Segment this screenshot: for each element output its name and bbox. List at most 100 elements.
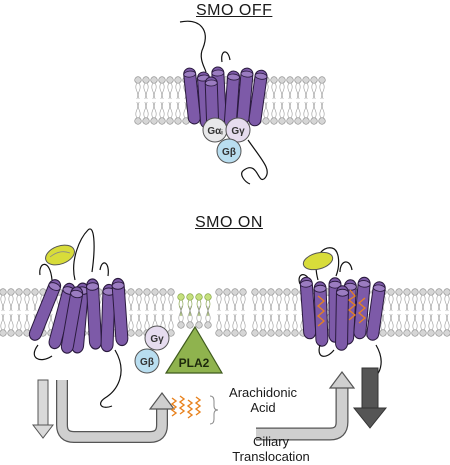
lipid-molecule: [411, 313, 419, 337]
lipid-molecule: [294, 101, 302, 125]
lipid-molecule: [291, 288, 299, 312]
lipid-molecule: [435, 313, 443, 337]
lipid-molecule: [239, 288, 247, 312]
pla2-membrane-lipids: [177, 293, 212, 329]
lipid-molecule: [275, 288, 283, 312]
lipid-molecule: [158, 76, 166, 100]
lipid-molecule: [286, 76, 294, 100]
lipid-molecule: [31, 288, 39, 312]
g-alpha-i-label: Gαᵢ: [207, 126, 223, 137]
g-gamma-active-label: Gγ: [150, 334, 164, 345]
lipid-molecule: [259, 313, 267, 337]
smo-on-left-c-terminus: [100, 349, 122, 408]
lipid-molecule: [403, 313, 411, 337]
lipid-molecule: [134, 101, 142, 125]
lipid-molecule: [318, 76, 326, 100]
bound-arachidonic-acid: [316, 289, 367, 327]
lipid-molecule: [270, 76, 278, 100]
lipid-molecule: [291, 313, 299, 337]
lipid-molecule: [403, 288, 411, 312]
lipid-molecule: [231, 288, 239, 312]
lipid-molecule: [134, 76, 142, 100]
lipid-molecule: [151, 288, 159, 312]
lipid-molecule: [310, 101, 318, 125]
lipid-molecule: [142, 101, 150, 125]
arachidonic-acid-chains: [170, 395, 202, 419]
g-beta-active-label: Gβ: [140, 357, 154, 368]
lipid-molecule: [142, 76, 150, 100]
lipid-molecule: [167, 288, 175, 312]
lipid-molecule: [387, 288, 395, 312]
lipid-molecule: [283, 288, 291, 312]
smo-off-extracellular-loop: [221, 51, 231, 63]
lipid-molecule: [267, 313, 275, 337]
lipid-molecule: [15, 313, 23, 337]
lipid-molecule: [419, 288, 427, 312]
smo-on-right-receptor: [299, 276, 387, 351]
smo-off-panel: Gαᵢ Gγ Gβ: [134, 20, 326, 185]
g-alpha-i-subunit: Gαᵢ: [202, 117, 228, 143]
ciliary-translocation-arrow: [256, 371, 356, 441]
lipid-molecule: [283, 313, 291, 337]
lipid-molecule: [286, 101, 294, 125]
lipid-molecule: [435, 288, 443, 312]
lipid-molecule: [251, 313, 259, 337]
lipid-molecule: [262, 101, 270, 125]
lipid-molecule: [267, 288, 275, 312]
smo-on-right-panel: [251, 247, 450, 441]
lipid-molecule: [318, 101, 326, 125]
ligand-right: [302, 251, 334, 271]
smo-on-left-extracellular-loop: [99, 262, 109, 277]
lipid-molecule: [215, 288, 223, 312]
lipid-molecule: [167, 313, 175, 337]
ciliary-translocation-line-1: Ciliary: [252, 434, 290, 449]
smo-off-c-terminus: [241, 139, 268, 185]
uturn-arrow: [56, 380, 176, 443]
lipid-molecule: [150, 101, 158, 125]
lipid-molecule: [239, 313, 247, 337]
g-gamma-subunit: Gγ: [225, 117, 251, 143]
lipid-molecule: [443, 313, 450, 337]
lipid-molecule: [302, 101, 310, 125]
ciliary-translocation-line-2: Translocation: [232, 449, 310, 464]
arachidonic-acid-label: Arachidonic Acid: [218, 385, 308, 415]
lipid-molecule: [427, 313, 435, 337]
lipid-molecule: [0, 288, 7, 312]
lipid-molecule: [166, 101, 174, 125]
smo-on-left-n-terminus: [73, 228, 95, 281]
lipid-molecule: [231, 313, 239, 337]
arachidonic-acid-line-1: Arachidonic: [229, 385, 297, 400]
ligand-left-highlight: [49, 251, 71, 258]
down-arrow-left: [31, 379, 55, 439]
lipid-molecule: [7, 313, 15, 337]
pla2-enzyme: PLA2: [164, 325, 224, 374]
lipid-molecule: [395, 313, 403, 337]
lipid-molecule: [143, 288, 151, 312]
g-beta-subunit-active: Gβ: [134, 348, 160, 374]
g-beta-subunit: Gβ: [216, 138, 242, 164]
lipid-molecule: [278, 101, 286, 125]
smo-on-left-loop-2: [39, 263, 53, 281]
lipid-molecule: [294, 76, 302, 100]
lipid-molecule: [427, 288, 435, 312]
lipid-molecule: [158, 101, 166, 125]
lipid-molecule: [174, 101, 182, 125]
smo-on-right-loop: [339, 261, 353, 273]
lipid-molecule: [150, 76, 158, 100]
g-gamma-subunit-active: Gγ: [144, 325, 170, 351]
lipid-molecule: [135, 313, 143, 337]
lipid-molecule: [387, 313, 395, 337]
lipid-molecule: [127, 313, 135, 337]
lipid-molecule: [310, 76, 318, 100]
ligand-left: [45, 244, 75, 266]
lipid-molecule: [302, 76, 310, 100]
lipid-molecule: [259, 288, 267, 312]
lipid-molecule: [7, 288, 15, 312]
lipid-molecule: [411, 288, 419, 312]
arachidonic-acid-bracket: [209, 395, 219, 425]
smo-on-right-intracellular-loop: [318, 344, 335, 357]
lipid-molecule: [174, 76, 182, 100]
lipid-molecule: [135, 288, 143, 312]
smo-off-n-terminus: [179, 20, 207, 73]
lipid-molecule: [223, 288, 231, 312]
